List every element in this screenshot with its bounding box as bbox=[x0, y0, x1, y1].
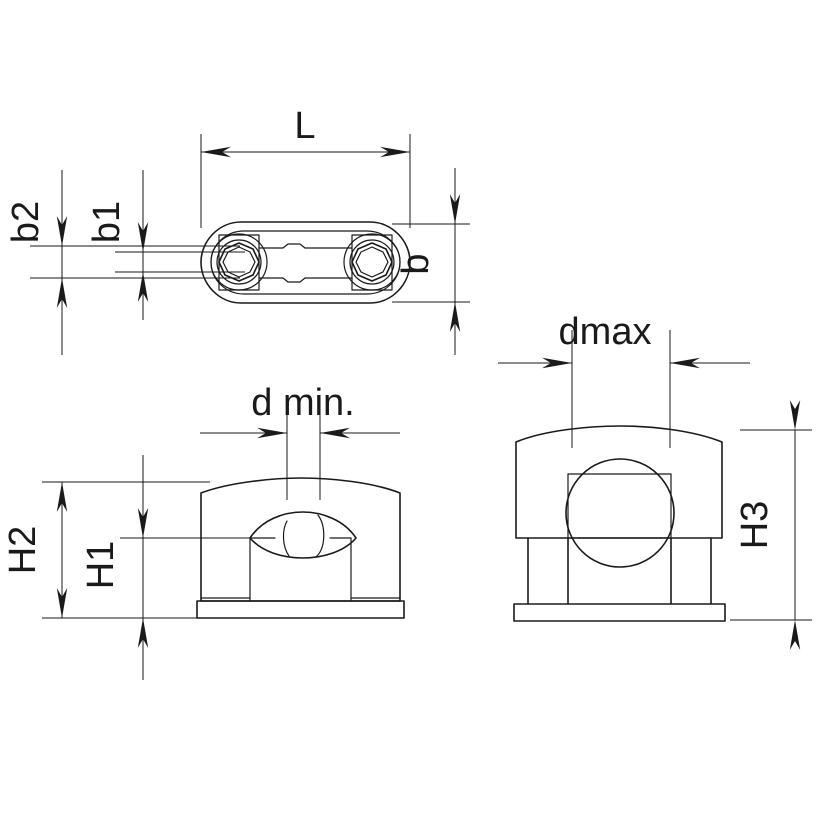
dimension-d-max: dmax bbox=[498, 311, 750, 448]
front-view-pipe-lens bbox=[249, 511, 357, 559]
dim-H3-arrow-top bbox=[789, 400, 801, 430]
top-view-centre-web bbox=[258, 243, 353, 249]
dimension-L: L bbox=[200, 105, 411, 228]
top-view-left-bolt bbox=[210, 233, 268, 291]
side-view-base-plate bbox=[513, 603, 726, 622]
dim-dmin-label: d min. bbox=[251, 382, 354, 424]
top-view-centre-web-lower bbox=[258, 277, 353, 283]
left-bolt-washer-inner bbox=[216, 239, 262, 285]
left-bolt-hex-head bbox=[218, 242, 260, 282]
right-bolt-washer-outer bbox=[343, 233, 401, 291]
dimension-H2: H2 bbox=[2, 481, 210, 619]
side-view-pipe-circle bbox=[565, 458, 675, 568]
dimension-d-min: d min. bbox=[200, 382, 400, 500]
dim-b-label: b bbox=[395, 253, 437, 274]
dimension-H3: H3 bbox=[730, 400, 812, 650]
right-bolt-washer-inner bbox=[349, 239, 395, 285]
front-view-body bbox=[200, 477, 401, 602]
dimension-b2: b2 bbox=[5, 170, 240, 355]
top-view-outer-body bbox=[200, 221, 411, 304]
dim-b1-label: b1 bbox=[86, 201, 128, 243]
dimension-H1: H1 bbox=[80, 455, 272, 680]
dim-b2-label: b2 bbox=[5, 201, 47, 243]
left-bolt-hex-chamfer bbox=[222, 246, 256, 278]
dim-H3-label: H3 bbox=[734, 501, 776, 550]
dim-H3-arrow-bottom bbox=[789, 620, 801, 650]
front-view bbox=[196, 477, 405, 619]
right-bolt-hex-chamfer bbox=[355, 246, 389, 278]
dim-H1-label: H1 bbox=[80, 541, 122, 590]
right-bolt-hex-head bbox=[351, 242, 393, 282]
dimension-b1: b1 bbox=[86, 170, 245, 320]
side-view-slot-rect bbox=[567, 473, 672, 539]
side-view bbox=[513, 425, 726, 622]
dim-H2-label: H2 bbox=[2, 526, 44, 575]
dim-dmax-label: dmax bbox=[559, 311, 652, 353]
dimension-b: b bbox=[392, 168, 470, 355]
left-bolt-washer-outer bbox=[210, 233, 268, 291]
front-view-base-plate bbox=[196, 600, 405, 619]
top-view-right-bolt bbox=[343, 233, 401, 291]
front-view-pipe-inner-arc bbox=[282, 514, 325, 558]
dim-L-label: L bbox=[294, 105, 315, 147]
side-view-saddle-body bbox=[515, 425, 723, 539]
top-view bbox=[200, 221, 411, 304]
